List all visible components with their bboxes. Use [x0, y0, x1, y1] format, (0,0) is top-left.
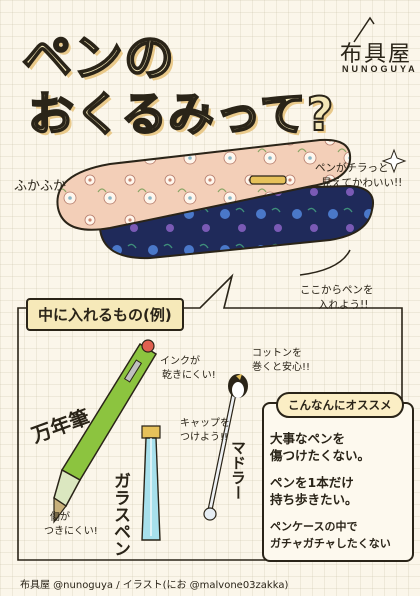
pens-illustration: [53, 339, 248, 541]
insert-arrow-icon: [299, 249, 351, 276]
pen-peek-note-2: 見えてかわいい!!: [321, 177, 403, 189]
pink-pen-case: [56, 138, 352, 231]
recommend-title: こんなんにオススメ: [276, 392, 404, 418]
title-line-2: おくるみって?: [27, 86, 335, 142]
brand-name-jp: 布具屋: [340, 42, 413, 67]
cap-on-note-1: キャップを: [180, 418, 230, 429]
fountain-pen-icon: [53, 339, 158, 524]
pen-case-illustration: [56, 138, 407, 276]
muddler-label: マドラー: [229, 440, 247, 500]
title-line-1: ペンの: [21, 28, 175, 88]
pen-clip-icon: [249, 175, 287, 185]
recommend-item-1-line-2: 傷つけたくない。: [270, 448, 371, 463]
wrap-cotton-note-2: 巻くと安心!!: [252, 362, 311, 373]
recommend-item-1-line-1: 大事なペンを: [270, 431, 346, 446]
contents-bubble: [17, 273, 403, 561]
recommend-item-1: 大事なペンを 傷つけたくない。: [270, 430, 408, 464]
recommend-box: [262, 402, 414, 562]
recommend-item-3: ペンケースの中で ガチャガチャしたくない: [270, 518, 408, 552]
recommend-item-2: ペンを1本だけ 持ち歩きたい。: [270, 474, 408, 508]
footer-credit: 布具屋 @nunoguya / イラスト(にお @malvone03zakka): [20, 580, 289, 591]
fragile-note-2: つきにくい!: [44, 526, 98, 537]
brand-name-en: NUNOGUYA: [342, 64, 418, 74]
contents-banner: 中に入れるもの(例): [26, 298, 184, 331]
recommend-item-2-line-1: ペンを1本だけ: [270, 475, 354, 490]
insert-note-1: ここからペンを: [300, 284, 374, 296]
fragile-note-1: 傷が: [50, 512, 70, 523]
brand-logo: 布具屋 NUNOGUYA: [340, 14, 415, 76]
glass-pen-icon: [141, 425, 161, 541]
recommend-item-2-line-2: 持ち歩きたい。: [270, 492, 358, 507]
cap-on-note-2: つけよう!!: [180, 432, 229, 443]
pen-peek-note-1: ペンがチラっと: [315, 162, 389, 174]
recommend-item-3-line-2: ガチャガチャしたくない: [270, 537, 391, 550]
recommend-item-3-line-1: ペンケースの中で: [270, 520, 358, 533]
brand-logo-icon: [353, 16, 375, 43]
fluffy-label: ふかふか: [14, 179, 67, 194]
wrap-cotton-note-1: コットンを: [252, 348, 302, 359]
sparkle-icon: [381, 148, 407, 174]
glass-pen-label: ガラスペン: [110, 472, 130, 557]
ink-dry-note-2: 乾きにくい!: [162, 370, 216, 381]
ink-dry-note-1: インクが: [160, 356, 200, 367]
muddler-icon: [203, 374, 248, 521]
